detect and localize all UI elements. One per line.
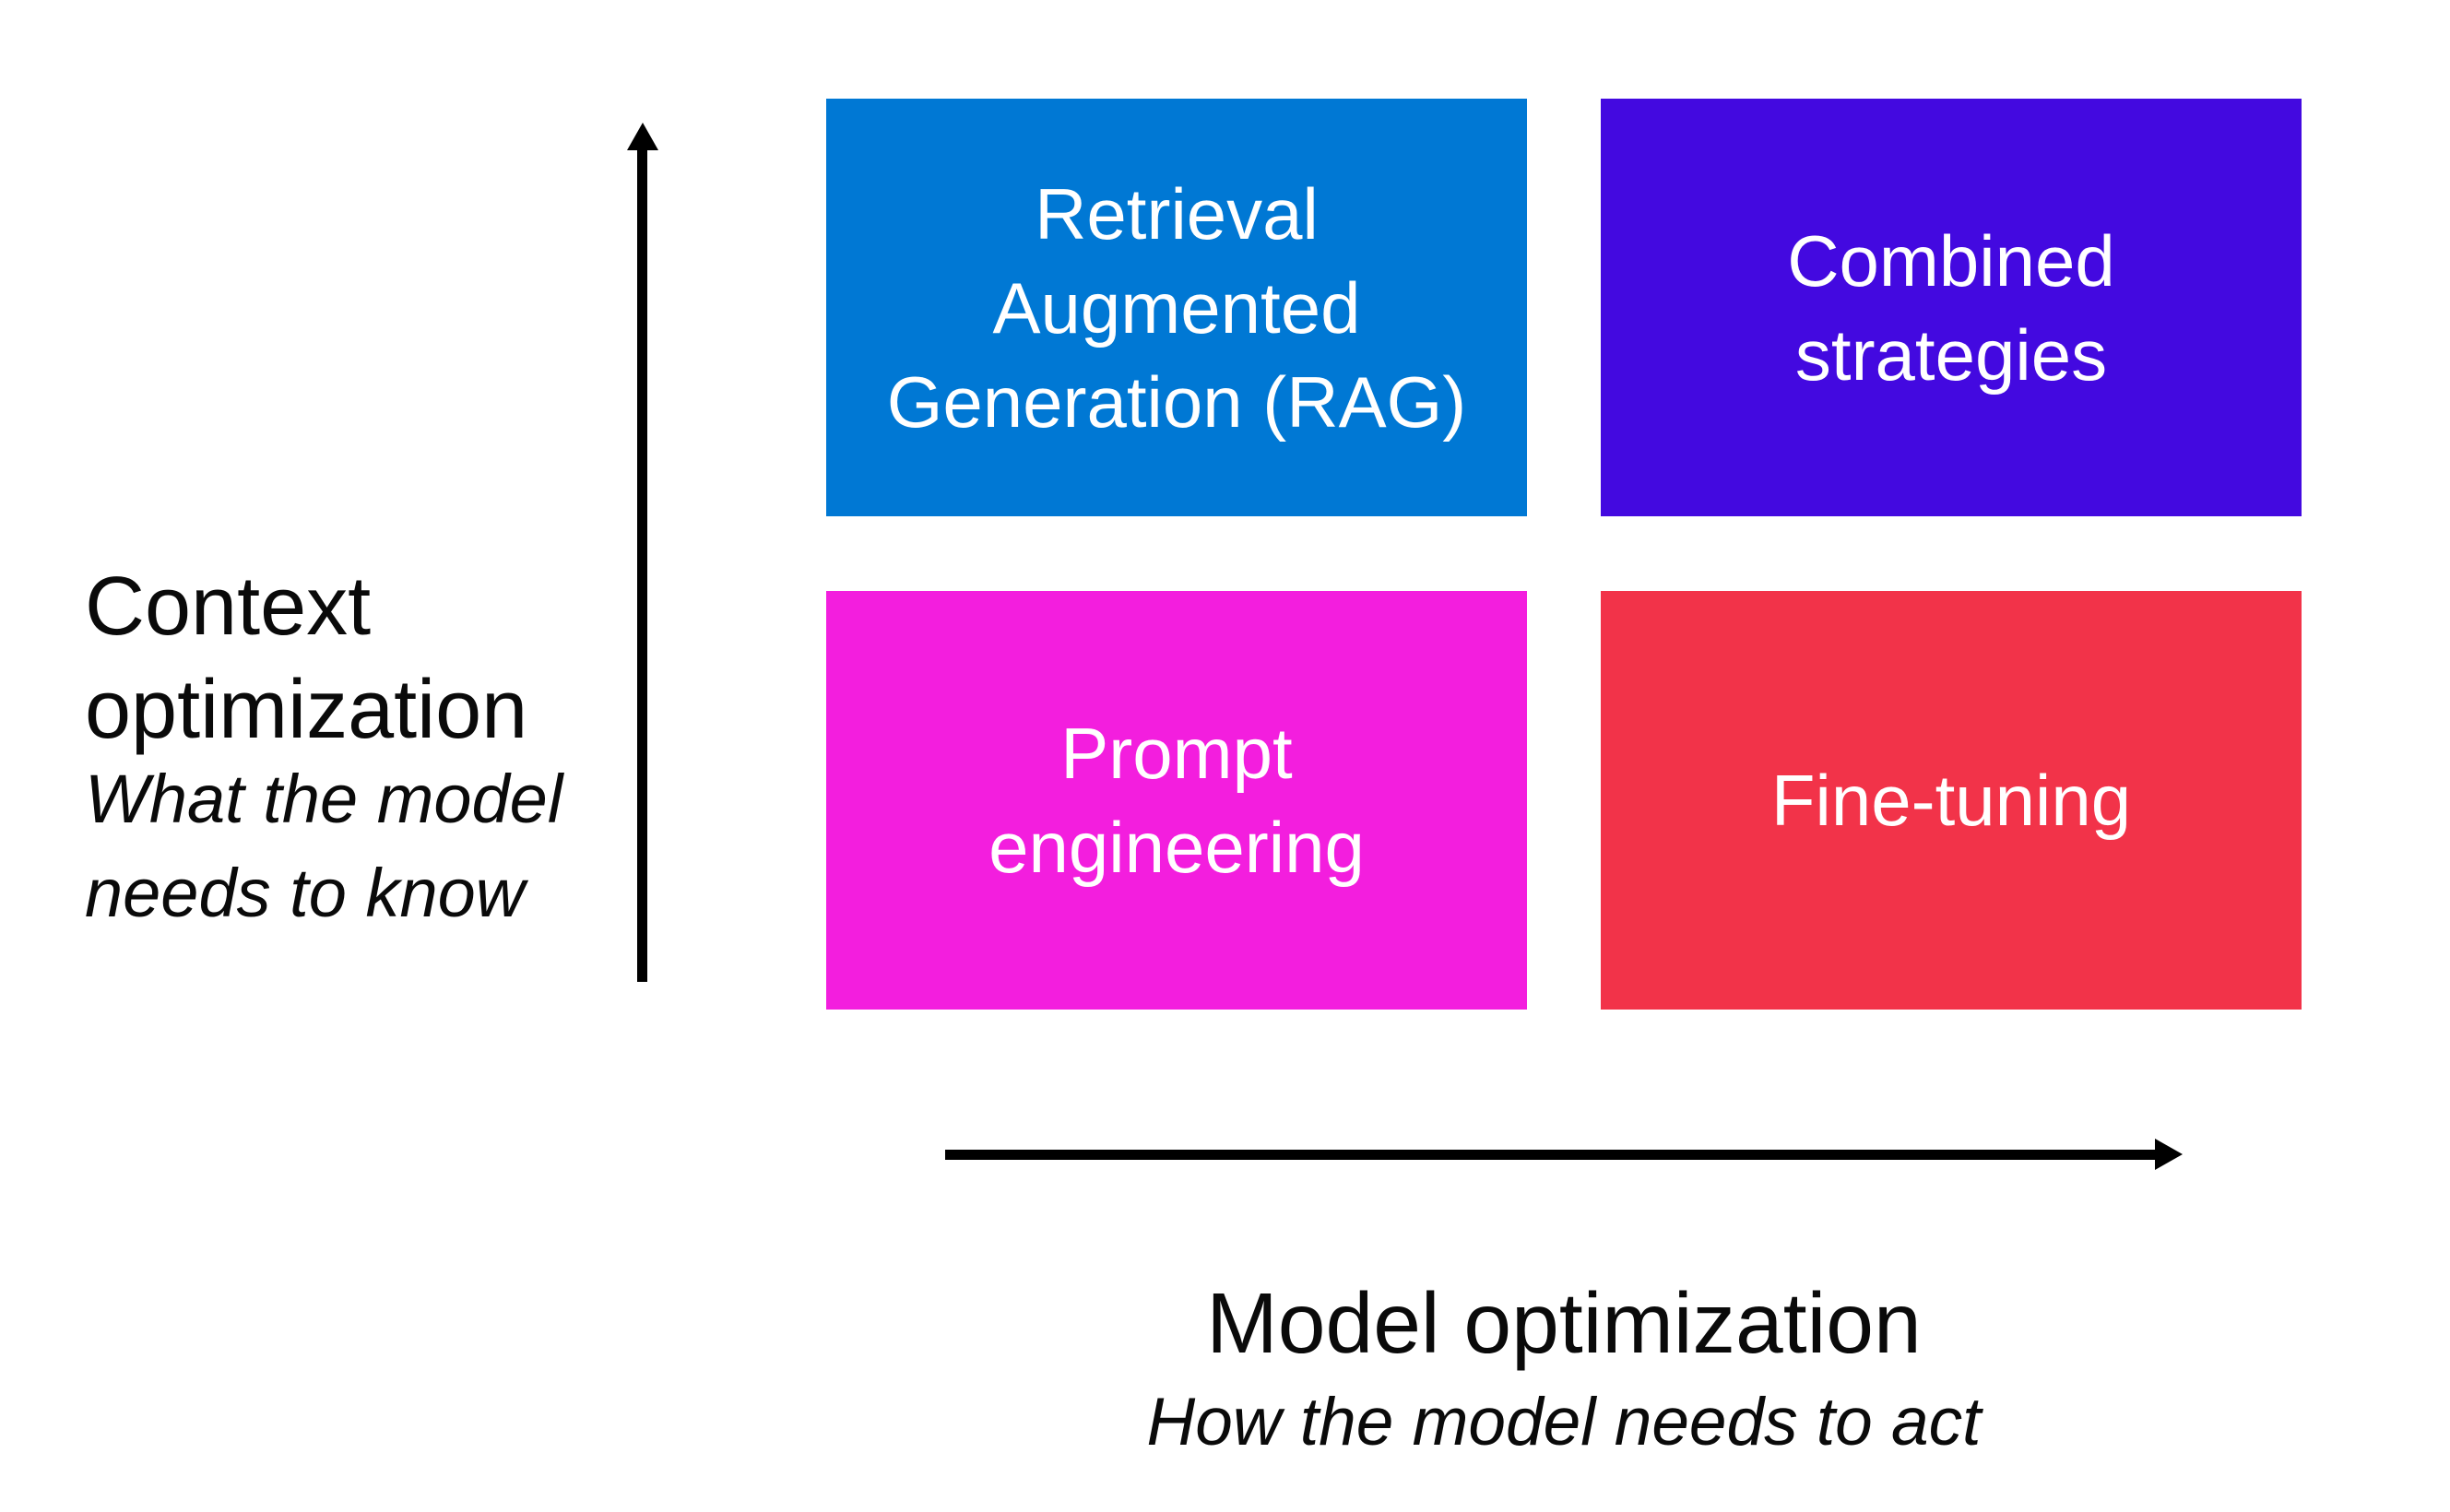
y-axis-subtitle-line: What the model	[85, 761, 563, 837]
y-axis-arrowhead-icon	[627, 123, 658, 150]
y-axis-arrow-shaft	[637, 148, 647, 982]
quadrant-prompt-engineering: Prompt engineering	[826, 591, 1527, 1010]
quadrant-fine-tuning-label: Fine-tuning	[1770, 760, 2132, 841]
y-axis-title-line: Context	[85, 561, 372, 653]
y-axis-title-line: optimization	[85, 664, 528, 756]
quadrant-fine-tuning: Fine-tuning	[1601, 591, 2302, 1010]
x-axis-arrowhead-icon	[2155, 1139, 2183, 1170]
y-axis-label-block: Context optimization What the model need…	[85, 555, 562, 940]
x-axis-arrow-shaft	[945, 1150, 2155, 1160]
y-axis-subtitle: What the model needs to know	[85, 752, 562, 940]
x-axis-subtitle: How the model needs to act	[1146, 1385, 1982, 1459]
quadrant-rag: Retrieval Augmented Generation (RAG)	[826, 99, 1527, 516]
x-axis-label-block: Model optimization How the model needs t…	[826, 1270, 2302, 1469]
y-axis-subtitle-line: needs to know	[85, 855, 526, 931]
x-axis-title: Model optimization	[1206, 1275, 1922, 1371]
quadrant-combined-strategies: Combined strategies	[1601, 99, 2302, 516]
quadrant-rag-label: Retrieval Augmented Generation (RAG)	[886, 172, 1467, 443]
quadrant-prompt-engineering-label: Prompt engineering	[988, 713, 1365, 888]
quadrant-combined-strategies-label: Combined strategies	[1787, 219, 2115, 396]
y-axis-title: Context optimization	[85, 555, 562, 762]
